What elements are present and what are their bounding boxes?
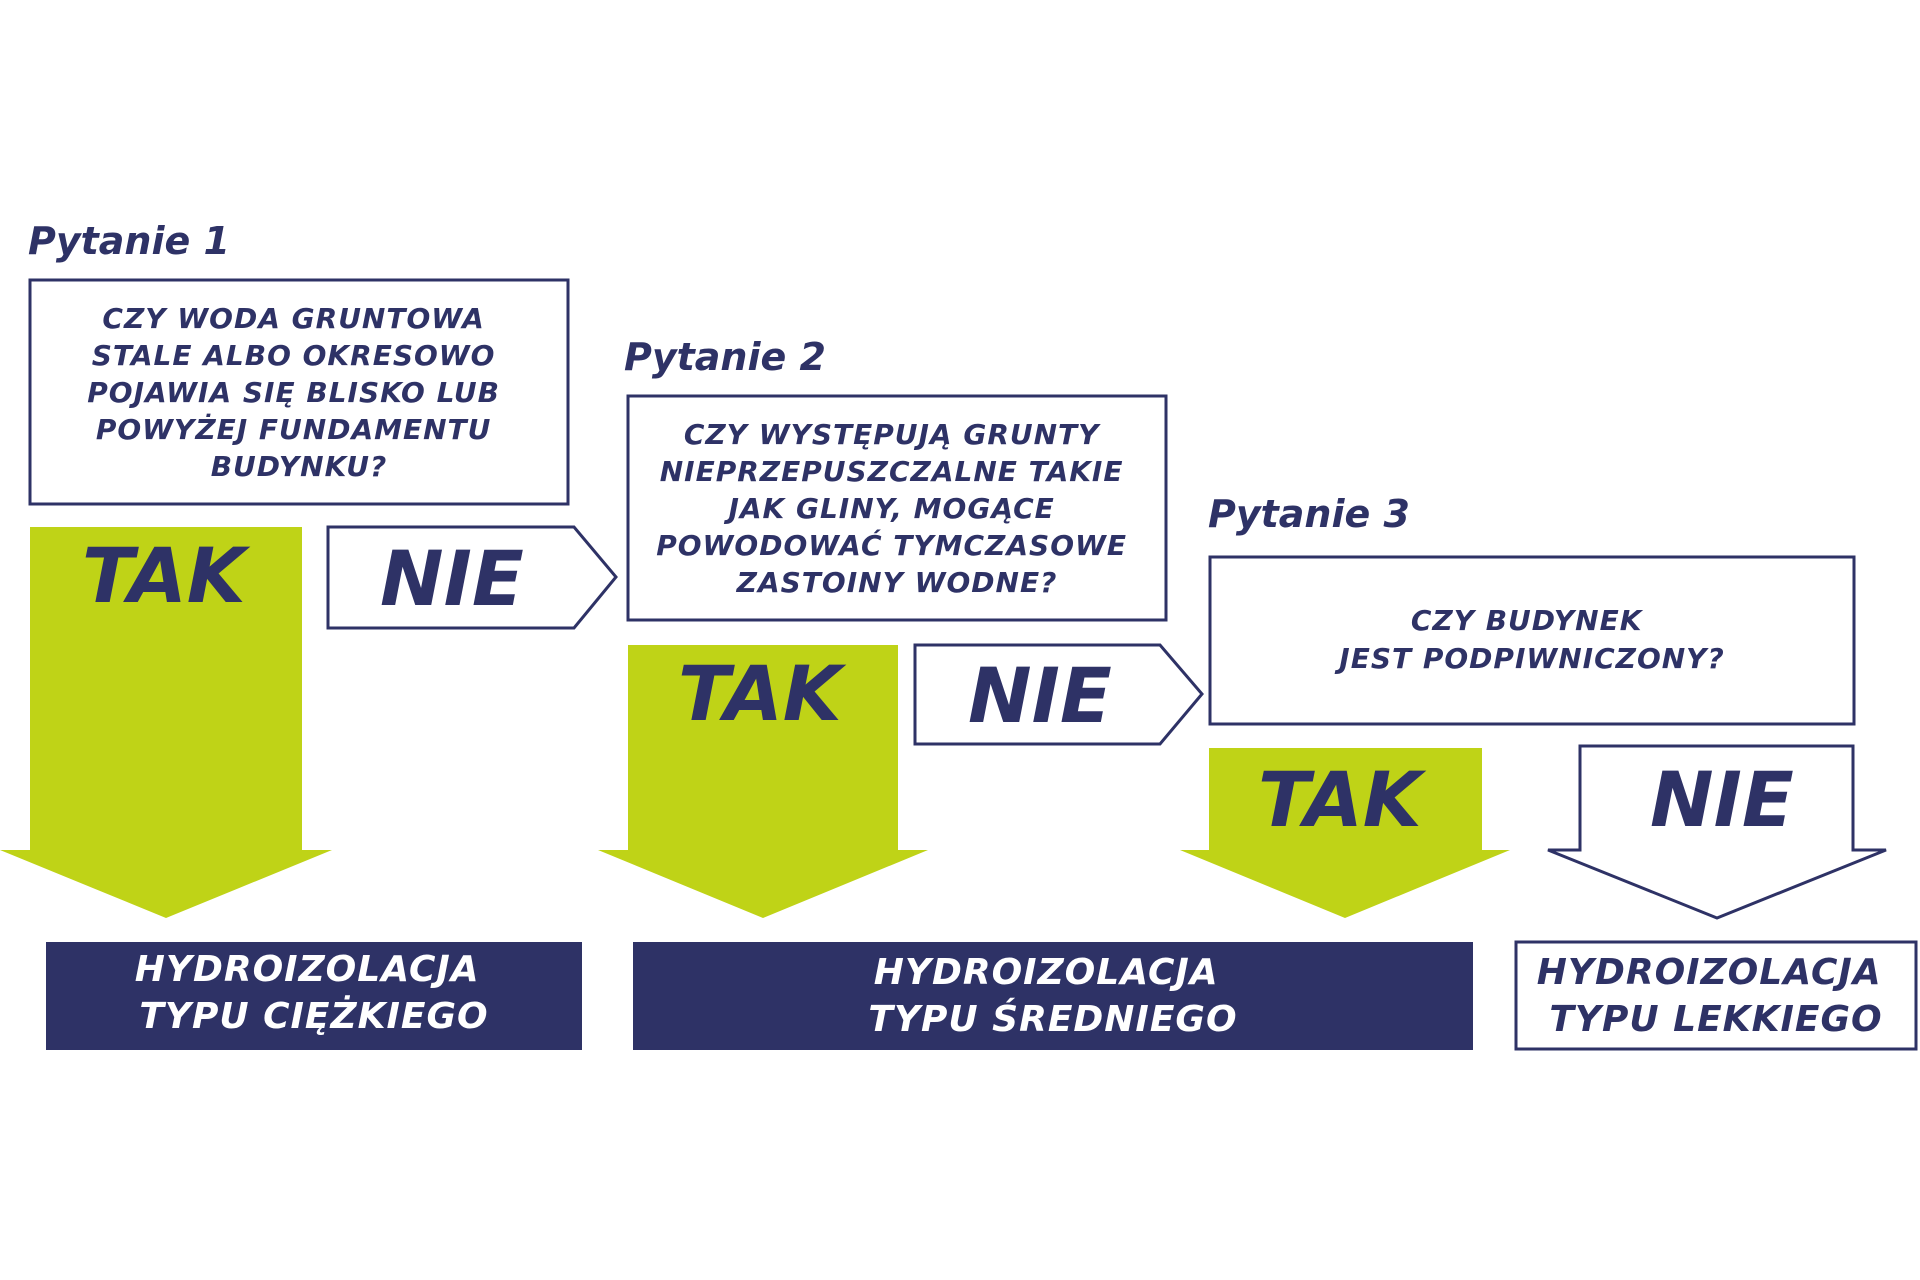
question-1-line-5: BUDYNKU?	[211, 450, 388, 483]
question-1-line-4: POWYŻEJ FUNDAMENTU	[96, 412, 492, 446]
question-2-text: CZY WYSTĘPUJĄ GRUNTY NIEPRZEPUSZCZALNE T…	[656, 418, 1138, 599]
question-3-line-1: CZY BUDYNEK	[1411, 604, 1644, 637]
question-2-label: Pytanie 2	[624, 335, 826, 379]
question-1-no-arrow	[326, 525, 618, 630]
question-1-line-3: POJAWIA SIĘ BLISKO LUB	[87, 376, 500, 409]
question-3-line-2: JEST PODPIWNICZONY?	[1334, 642, 1724, 675]
result-heavy-line-1: HYDROIZOLACJA	[135, 949, 480, 990]
question-3-label: Pytanie 3	[1208, 492, 1410, 536]
question-2-line-4: POWODOWAĆ TYMCZASOWE	[656, 528, 1127, 562]
question-3-yes-label: TAK	[1258, 755, 1427, 844]
question-3-box	[1208, 555, 1856, 726]
result-heavy-line-2: TYPU CIĘŻKIEGO	[139, 995, 488, 1037]
question-1-no-label: NIE	[380, 534, 524, 623]
question-2-no-arrow	[913, 643, 1204, 746]
result-heavy-box	[46, 942, 582, 1050]
question-2-yes-arrow	[598, 645, 928, 918]
question-2-line-2: NIEPRZEPUSZCZALNE TAKIE	[660, 455, 1124, 488]
question-3-yes-arrow	[1180, 748, 1510, 918]
result-heavy-text: HYDROIZOLACJA TYPU CIĘŻKIEGO	[135, 949, 493, 1037]
question-1-yes-arrow	[0, 527, 332, 918]
question-1-yes-label: TAK	[82, 531, 251, 620]
question-2-yes-label: TAK	[678, 649, 847, 738]
result-medium-box	[633, 942, 1473, 1050]
question-3-text: CZY BUDYNEK JEST PODPIWNICZONY?	[1334, 604, 1724, 675]
result-light-box	[1514, 940, 1918, 1051]
question-3-no-label: NIE	[1650, 755, 1794, 844]
result-light-text: HYDROIZOLACJA TYPU LEKKIEGO	[1537, 952, 1895, 1040]
question-2-line-3: JAK GLINY, MOGĄCE	[723, 492, 1054, 525]
result-medium-text: HYDROIZOLACJA TYPU ŚREDNIEGO	[868, 952, 1237, 1040]
question-3-no-arrow	[1547, 744, 1887, 920]
question-1-line-2: STALE ALBO OKRESOWO	[92, 339, 496, 372]
question-1-text: CZY WODA GRUNTOWA STALE ALBO OKRESOWO PO…	[87, 302, 510, 483]
question-1-box	[28, 278, 570, 506]
question-2-line-1: CZY WYSTĘPUJĄ GRUNTY	[684, 418, 1101, 451]
result-medium-line-2: TYPU ŚREDNIEGO	[868, 998, 1237, 1040]
result-light-line-2: TYPU LEKKIEGO	[1549, 999, 1882, 1040]
result-light-line-1: HYDROIZOLACJA	[1537, 952, 1882, 993]
result-medium-line-1: HYDROIZOLACJA	[874, 952, 1219, 993]
question-1-label: Pytanie 1	[28, 219, 230, 263]
question-1-line-1: CZY WODA GRUNTOWA	[102, 302, 484, 335]
question-2-line-5: ZASTOINY WODNE?	[736, 566, 1058, 599]
question-2-box	[626, 394, 1168, 622]
question-2-no-label: NIE	[968, 651, 1112, 740]
